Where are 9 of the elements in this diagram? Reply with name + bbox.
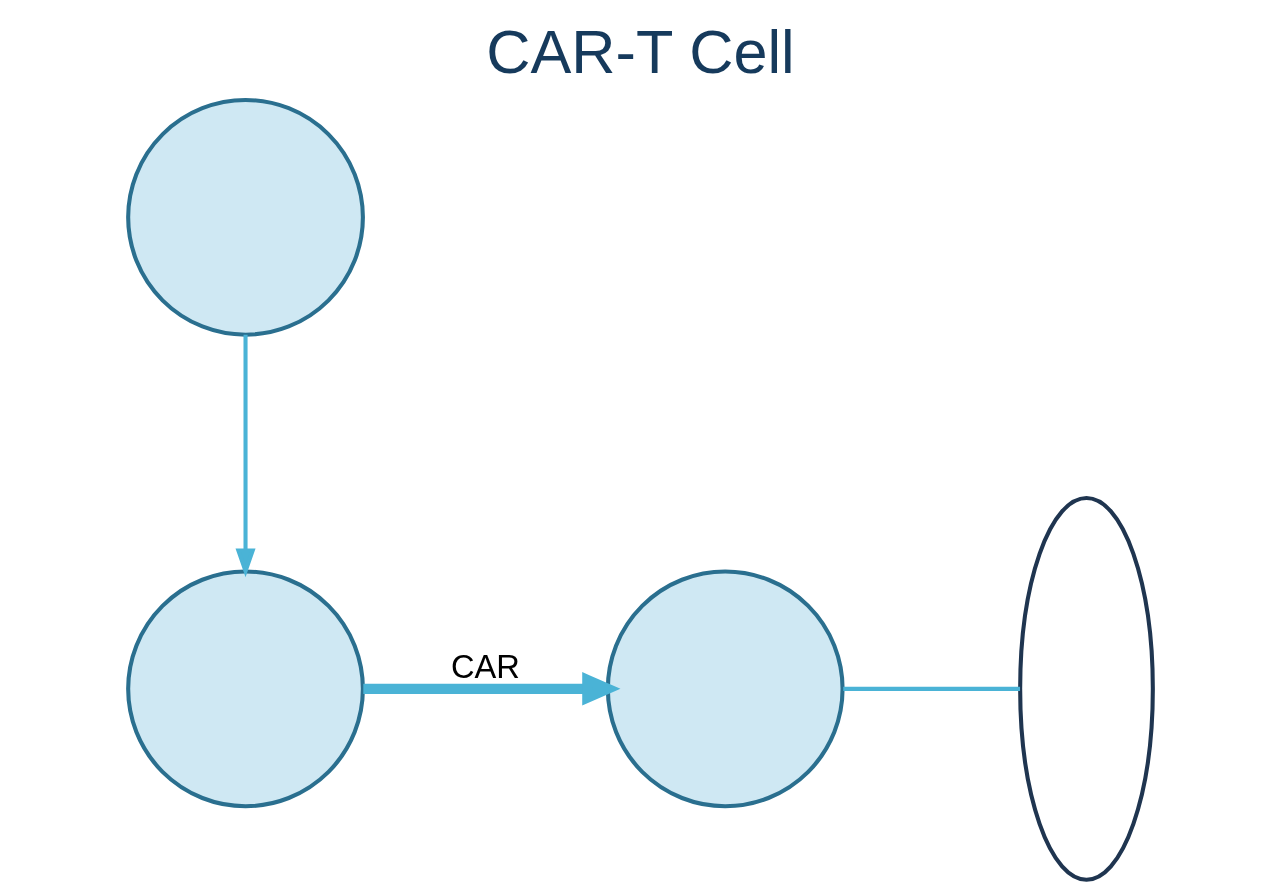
- node-circle: [605, 569, 845, 809]
- diagram-title: CAR-T Cell: [485, 18, 795, 87]
- arrow: [235, 334, 256, 578]
- node-circle: [125, 97, 365, 337]
- arrow: [362, 672, 620, 706]
- connector: [842, 686, 1020, 691]
- node-person: [1017, 495, 1155, 882]
- node-circle: [125, 569, 365, 809]
- edge-label: CAR: [450, 648, 520, 686]
